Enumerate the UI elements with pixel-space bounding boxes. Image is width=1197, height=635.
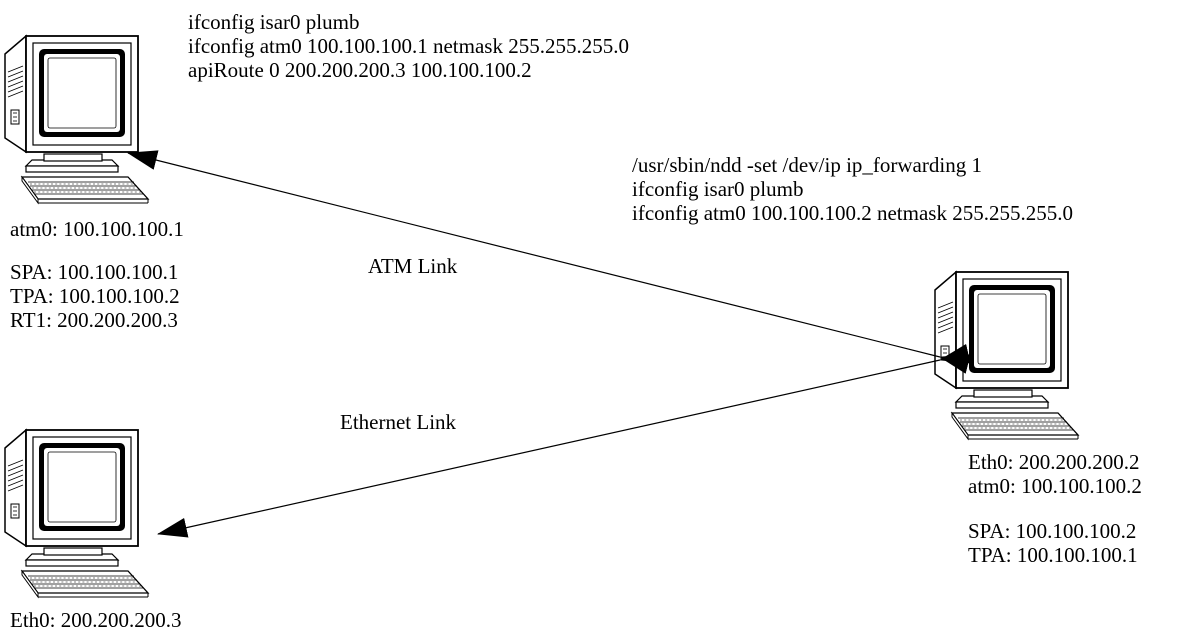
right-interfaces: Eth0: 200.200.200.2 atm0: 100.100.100.2 [968, 450, 1142, 498]
address-line: TPA: 100.100.100.2 [10, 284, 180, 308]
address-line: SPA: 100.100.100.1 [10, 260, 179, 284]
command-line: ifconfig isar0 plumb [632, 177, 804, 201]
interface-line: Eth0: 200.200.200.2 [968, 450, 1140, 474]
computer-icon [4, 35, 149, 204]
address-line: TPA: 100.100.100.1 [968, 543, 1138, 567]
command-line: ifconfig atm0 100.100.100.2 netmask 255.… [632, 201, 1073, 225]
bottom-left-interface: Eth0: 200.200.200.3 [10, 608, 182, 632]
top-left-commands: ifconfig isar0 plumb ifconfig atm0 100.1… [188, 10, 629, 82]
command-line: ifconfig isar0 plumb [188, 10, 360, 34]
atm-link-line [127, 150, 971, 374]
command-line: ifconfig atm0 100.100.100.1 netmask 255.… [188, 34, 629, 58]
ethernet-link-line [157, 343, 971, 538]
interface-line: atm0: 100.100.100.2 [968, 474, 1142, 498]
top-left-interface: atm0: 100.100.100.1 [10, 217, 184, 241]
ethernet-link-label: Ethernet Link [340, 410, 457, 434]
atm-link-label: ATM Link [368, 254, 458, 278]
command-line: apiRoute 0 200.200.200.3 100.100.100.2 [188, 58, 532, 82]
address-line: SPA: 100.100.100.2 [968, 519, 1137, 543]
command-line: /usr/sbin/ndd -set /dev/ip ip_forwarding… [632, 153, 982, 177]
right-commands: /usr/sbin/ndd -set /dev/ip ip_forwarding… [632, 153, 1073, 225]
computer-icon [4, 429, 149, 598]
computer-icon [934, 271, 1079, 440]
top-left-addresses: SPA: 100.100.100.1 TPA: 100.100.100.2 RT… [10, 260, 180, 332]
address-line: RT1: 200.200.200.3 [10, 308, 178, 332]
right-addresses: SPA: 100.100.100.2 TPA: 100.100.100.1 [968, 519, 1138, 567]
